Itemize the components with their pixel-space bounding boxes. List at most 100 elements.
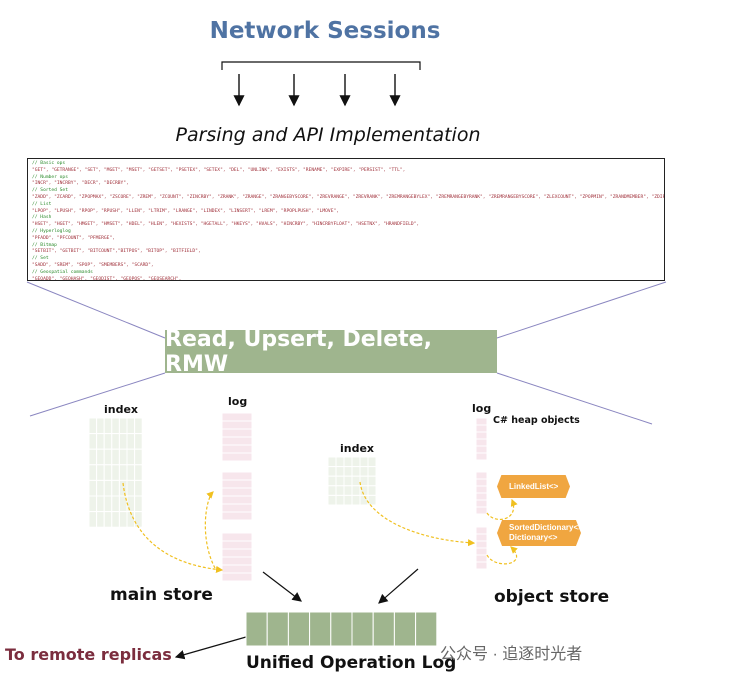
object-log-cell (475, 554, 488, 563)
heap-object-linkedlist: LinkedList<> (497, 475, 570, 498)
object-index-cell (343, 456, 353, 468)
object-index-cell (335, 494, 345, 506)
main-log-cell (221, 540, 253, 550)
object-log-cell (475, 506, 488, 515)
object-index-cell (359, 475, 369, 487)
object-log-cell (475, 452, 488, 461)
heap-object-name: SortedDictionary<> (509, 523, 583, 532)
main-log-cell (221, 412, 253, 422)
unified-log-cell (415, 611, 438, 647)
fan-line (496, 372, 653, 425)
code-line: // Bitmap (32, 242, 57, 248)
object-log-cell (475, 533, 488, 542)
main-index-cell (88, 448, 98, 466)
object-index-label: index (340, 442, 375, 455)
object-log-cell (475, 424, 488, 433)
main-log-cell (221, 471, 253, 481)
object-index-cell (327, 466, 337, 477)
heap-objects-label: C# heap objects (493, 415, 580, 426)
code-line: "LPOP", "LPUSH", "RPOP", "RPUSH", "LLEN"… (32, 208, 339, 214)
main-index-cell (103, 417, 113, 435)
heap-object-dictionary: SortedDictionary<>Dictionary<> (497, 520, 581, 546)
main-index-cell (88, 511, 98, 528)
object-index-cell (343, 485, 353, 496)
code-line: "INCR", "INCRBY", "DECR", "DECRBY", (32, 181, 129, 187)
main-index-cell (88, 464, 98, 481)
main-index-cell (134, 433, 143, 450)
object-index-cell (367, 494, 377, 506)
unified-log-cell (393, 611, 417, 647)
code-line: "GEOADD", "GEOHASH", "GEODIST", "GEOPOS"… (32, 276, 182, 281)
main-index-cell (111, 448, 120, 466)
object-index-cell (327, 456, 337, 468)
object-index-cell (367, 485, 377, 496)
main-index-cell (118, 433, 128, 450)
code-line: // Geospatial commands (32, 269, 93, 275)
session-bracket (221, 61, 421, 70)
object-index-cell (351, 466, 361, 477)
main-log-label: log (228, 395, 248, 408)
main-log-cell (221, 572, 253, 582)
main-index-cell (103, 495, 113, 513)
main-log-cell (221, 479, 253, 489)
main-index-cell (126, 448, 136, 466)
object-log-cell (475, 547, 488, 556)
main-index-cell (96, 464, 105, 481)
main-index-cell (111, 417, 120, 435)
code-line: "HSET", "HGET", "HMGET", "HMSET", "HDEL"… (32, 222, 420, 228)
main-log-cell (221, 495, 253, 505)
main-index-cell (96, 433, 105, 450)
main-log-cell (221, 532, 253, 542)
code-line: // List (32, 201, 52, 207)
code-line: "PFADD", "PFCOUNT", "PFMERGE", (32, 235, 115, 241)
unified-log-cell (351, 611, 374, 647)
main-log-cell (221, 428, 253, 438)
object-index-cell (351, 485, 361, 496)
main-index-cell (134, 448, 143, 466)
unified-log-cell (330, 611, 353, 647)
main-index-cell (126, 417, 136, 435)
main-log-cell (221, 556, 253, 566)
code-line: "ZADD", "ZCARD", "ZPOPMAX", "ZSCORE", "Z… (32, 194, 665, 200)
title: Network Sessions (209, 18, 441, 44)
main-log-cell (221, 487, 253, 497)
object-index-cell (343, 494, 353, 506)
code-line: "SETBIT", "GETBIT", "BITCOUNT","BITPOS",… (32, 249, 201, 255)
main-index-cell (88, 495, 98, 513)
main-log-cell (221, 503, 253, 513)
pointer-arrow (204, 491, 216, 569)
object-index-cell (327, 494, 337, 506)
unified-log-cell (266, 611, 289, 647)
object-log-label: log (472, 402, 492, 415)
heap-object-name: LinkedList<> (509, 481, 559, 491)
code-line: // Sorted Set (32, 188, 68, 194)
object-index-cell (351, 456, 361, 468)
main-index-cell (134, 495, 143, 513)
object-log-cell (475, 540, 488, 549)
main-index-cell (134, 417, 143, 435)
object-index-cell (327, 475, 337, 487)
main-index-cell (88, 479, 98, 497)
main-index-cell (96, 479, 105, 497)
main-index-cell (134, 479, 143, 497)
main-index-cell (126, 495, 136, 513)
object-index-cell (359, 456, 369, 468)
unified-log-cell (287, 611, 311, 647)
main-log-cell (221, 420, 253, 430)
main-index-cell (96, 448, 105, 466)
object-index-cell (367, 475, 377, 487)
object-index-cell (343, 466, 353, 477)
main-index-cell (111, 464, 120, 481)
main-log-cell (221, 444, 253, 454)
pointer-arrow (486, 498, 518, 521)
object-index-cell (335, 456, 345, 468)
object-log-cell (475, 431, 488, 440)
main-log-cell (221, 511, 253, 521)
remote-replicas-label: To remote replicas (5, 645, 172, 664)
main-index-cell (134, 464, 143, 481)
pointer-arrow (359, 481, 476, 547)
funnel-line (26, 281, 166, 339)
main-index-cell (88, 417, 98, 435)
